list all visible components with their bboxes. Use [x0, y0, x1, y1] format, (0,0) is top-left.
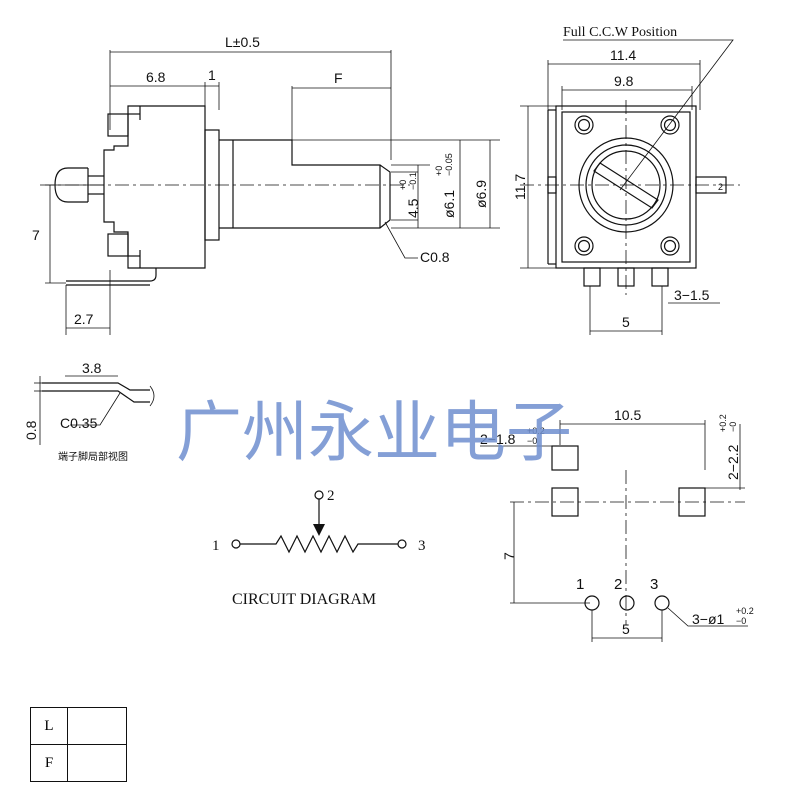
- dim-2-1-8-tol-dn: −0: [527, 436, 537, 446]
- dim-6-1-tol-dn: −0.05: [444, 153, 454, 176]
- dim-0-8: 0.8: [23, 420, 39, 440]
- dim-3-phi1: 3−ø1: [692, 611, 725, 627]
- dim-2-2-2-tol-up: +0.2: [718, 414, 728, 432]
- dim-4-5-tol-dn: −0.1: [408, 172, 418, 190]
- dim-3-8: 3.8: [82, 360, 102, 376]
- dim-2-2-2-tol-dn: −0: [728, 422, 738, 432]
- dim-11-7: 11.7: [512, 174, 528, 200]
- table-key-F: F: [30, 744, 68, 782]
- front-view: 11.4 9.8 Full C.C.W Position 2: [512, 25, 740, 335]
- dim-11-4: 11.4: [610, 47, 636, 63]
- dim-2-1-8-tol-up: +0.2: [527, 426, 545, 436]
- dim-L: L±0.5: [225, 34, 260, 50]
- circuit-title: CIRCUIT DIAGRAM: [232, 591, 376, 608]
- dim-6-8: 6.8: [146, 69, 166, 85]
- watermark: 广州永业电子: [176, 394, 572, 471]
- circuit-diagram: 1 2 3 CIRCUIT DIAGRAM: [212, 488, 426, 608]
- dim-3-1-5: 3−1.5: [674, 287, 710, 303]
- dim-F: F: [334, 70, 343, 86]
- dim-5-pcb: 5: [622, 621, 630, 637]
- dim-6-1-tol-up: +0: [434, 166, 444, 176]
- spec-table: L F: [30, 707, 127, 782]
- dim-10-5: 10.5: [614, 407, 641, 423]
- dim-c0-8: C0.8: [420, 249, 450, 265]
- circuit-pin-1: 1: [212, 538, 220, 554]
- dim-6-9: ø6.9: [473, 180, 489, 208]
- dim-1: 1: [208, 67, 216, 83]
- pcb-pin-2: 2: [614, 576, 622, 593]
- table-value-F: [67, 744, 127, 782]
- pcb-layout: 10.5 2−1.8 +0.2 −0 2−2.2 +0.2 −0 7 1 2 3…: [480, 407, 754, 642]
- dim-2-7: 2.7: [74, 311, 94, 327]
- table-value-L: [67, 707, 127, 745]
- dim-3-phi1-tol-dn: −0: [736, 616, 746, 626]
- pcb-pin-1: 1: [576, 576, 584, 593]
- dim-4-5: 4.5: [405, 198, 421, 218]
- dim-c0-35: C0.35: [60, 415, 98, 431]
- label-full-ccw-position: Full C.C.W Position: [563, 25, 677, 40]
- dim-7-pcb: 7: [501, 552, 517, 560]
- table-row: L: [30, 707, 127, 745]
- circuit-pin-3: 3: [418, 538, 426, 554]
- table-key-L: L: [30, 707, 68, 745]
- circuit-pin-2: 2: [327, 488, 335, 504]
- dim-3-phi1-tol-up: +0.2: [736, 606, 754, 616]
- pcb-pin-3: 3: [650, 576, 658, 593]
- dim-4-5-tol-up: +0: [398, 180, 408, 190]
- terminal-detail: 3.8 0.8 C0.35 端子脚局部视图: [23, 360, 155, 463]
- dim-2: 2: [718, 182, 723, 192]
- dim-2-1-8: 2−1.8: [480, 431, 516, 447]
- dim-2-2-2: 2−2.2: [725, 444, 741, 480]
- table-row: F: [30, 744, 127, 782]
- side-view: L±0.5 6.8 1 F: [32, 34, 500, 335]
- dim-5-top: 5: [622, 314, 630, 330]
- dim-7: 7: [32, 227, 40, 243]
- dim-6-1: ø6.1: [441, 190, 457, 218]
- dim-9-8: 9.8: [614, 73, 634, 89]
- terminal-caption: 端子脚局部视图: [58, 450, 128, 463]
